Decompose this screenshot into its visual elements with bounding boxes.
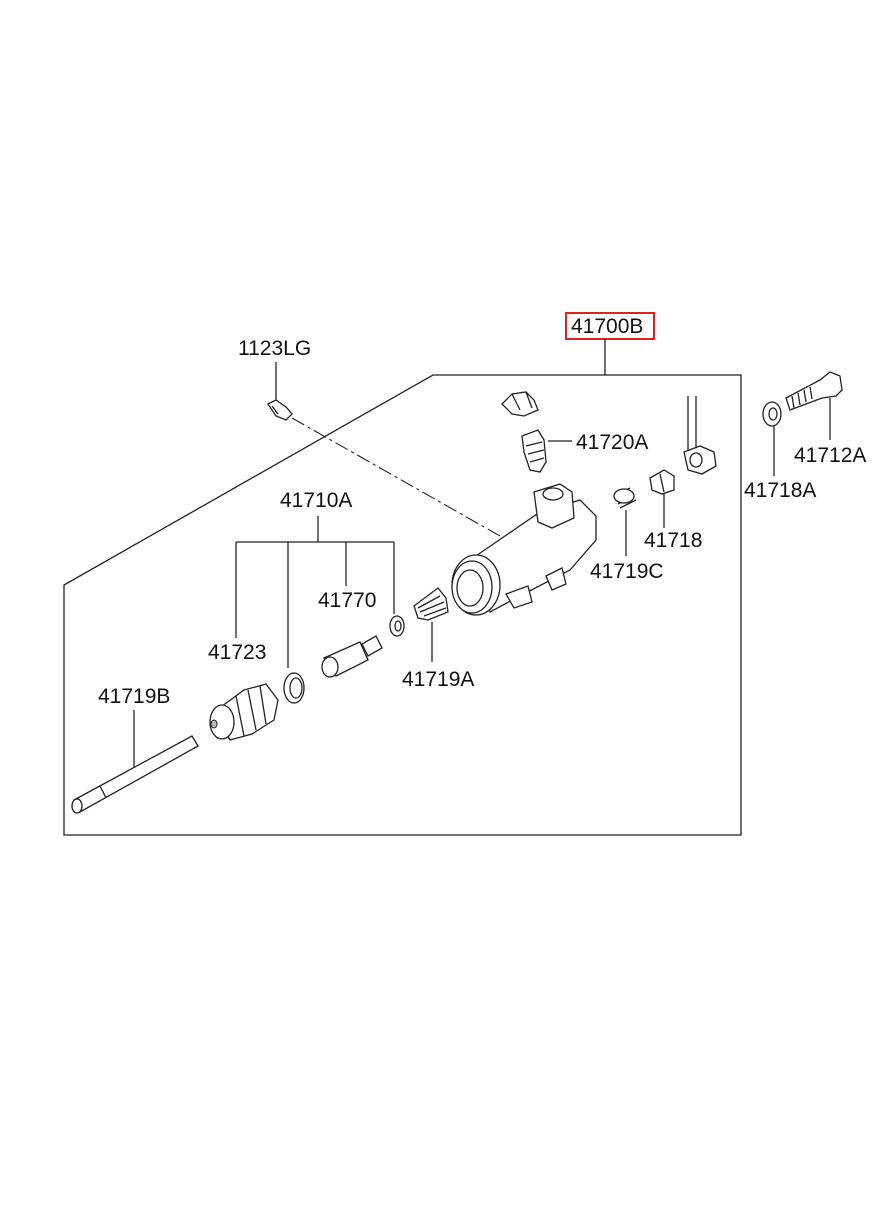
part-label-41723[interactable]: 41723 (208, 641, 266, 664)
spring-41719C-icon (613, 487, 637, 509)
part-label-41718A[interactable]: 41718A (744, 479, 816, 502)
bleeder-screw-41720A-icon (521, 429, 547, 473)
part-label-41719C[interactable]: 41719C (590, 560, 664, 583)
part-label-41720A[interactable]: 41720A (576, 431, 648, 454)
cylinder-body-icon (451, 483, 597, 616)
part-label-41770[interactable]: 41770 (318, 589, 376, 612)
clevis-rod-icon (683, 396, 717, 475)
push-rod-41719B-icon (71, 735, 199, 814)
washer-41718A-icon (762, 401, 782, 427)
bleeder-cap-icon (501, 391, 539, 417)
boot-41719A-icon (413, 587, 449, 621)
seal-ring-icon (389, 615, 405, 637)
part-label-41712A[interactable]: 41712A (794, 444, 866, 467)
part-label-41718[interactable]: 41718 (644, 529, 702, 552)
bolt-1123LG-icon (267, 399, 293, 421)
snap-ring-icon (283, 672, 305, 704)
dash-centerline (291, 417, 501, 537)
bolt-41712A-icon (785, 371, 843, 411)
part-label-41719A[interactable]: 41719A (402, 668, 474, 691)
part-label-41700B[interactable]: 41700B (571, 315, 643, 338)
part-label-41710A[interactable]: 41710A (280, 489, 352, 512)
assembly-frame (63, 374, 742, 836)
clip-41718-icon (649, 469, 675, 495)
part-label-1123LG[interactable]: 1123LG (238, 337, 311, 360)
piston-cup-41723-icon (209, 683, 279, 741)
highlight-box (565, 312, 655, 340)
part-label-41719B[interactable]: 41719B (98, 685, 170, 708)
piston-41770-icon (321, 635, 383, 678)
